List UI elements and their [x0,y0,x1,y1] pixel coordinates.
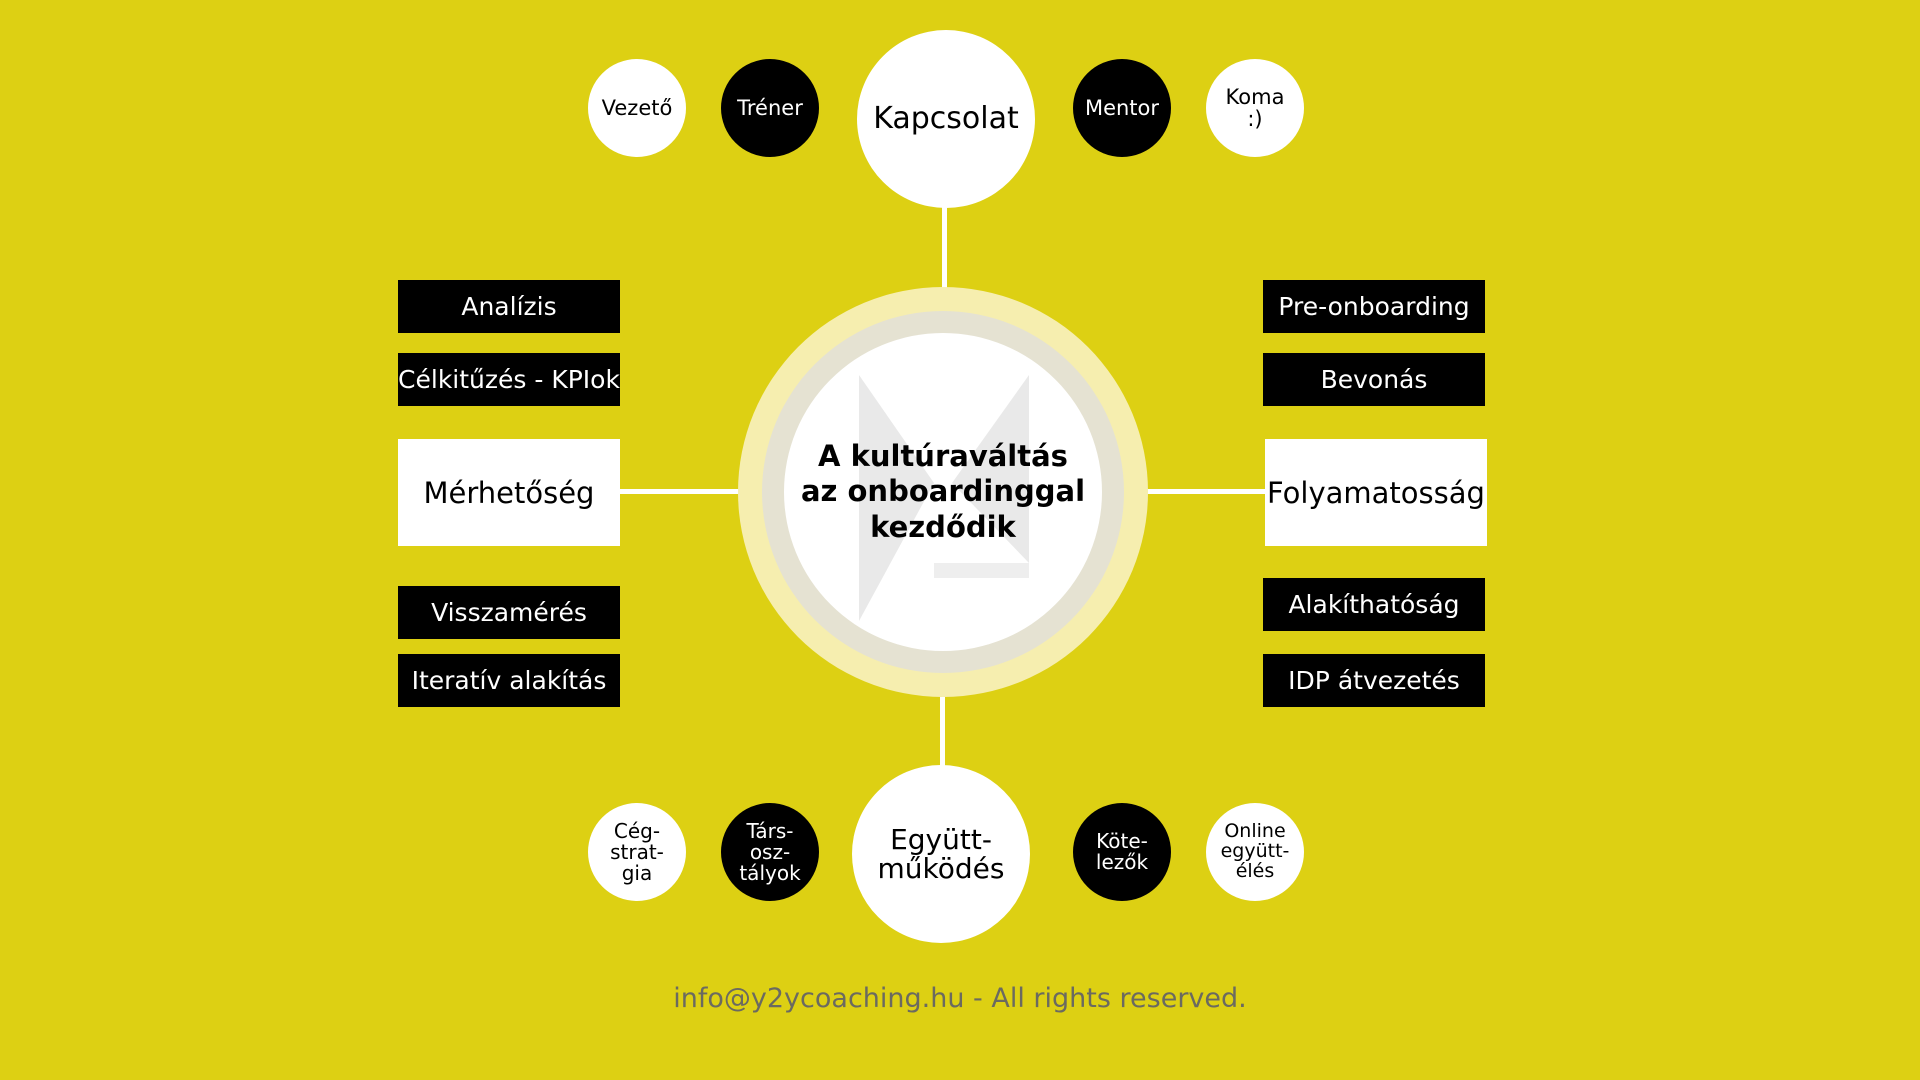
circle-trener: Tréner [721,59,819,157]
box-iterativ-alakitas: Iteratív alakítás [398,654,620,707]
circle-koma-label: Koma :) [1225,84,1285,131]
circle-vezeto: Vezető [588,59,686,157]
box-analizis: Analízis [398,280,620,333]
footer-copyright: info@y2ycoaching.hu - All rights reserve… [673,983,1247,1014]
circle-mentor-label: Mentor [1084,95,1160,120]
circle-kotelezok: Köte- lezők [1073,803,1171,901]
box-bevonas: Bevonás [1263,353,1485,406]
box-visszameres: Visszamérés [398,586,620,639]
watermark-logo-icon [859,375,1029,621]
box-celkituzes-kpiok: Célkitűzés - KPIok [398,353,620,406]
circle-online-egyutteles: Online együtt- élés [1206,803,1304,901]
connector-bottom [940,697,945,767]
hub-egyuttmukodes-label: Együtt- működés [877,822,1005,885]
center-circle [784,333,1102,651]
circle-koma: Koma :) [1206,59,1304,157]
box-pre-onboarding: Pre-onboarding [1263,280,1485,333]
box-alakithatosag: Alakíthatóság [1263,578,1485,631]
connector-top [942,200,947,288]
circle-tarsosztalyok-label: Társ- osz- tályok [739,818,801,885]
box-idp-atvezetes: IDP átvezetés [1263,654,1485,707]
center-title: A kultúraváltás az onboardinggal kezdődi… [800,438,1086,544]
circle-tarsosztalyok: Társ- osz- tályok [721,803,819,901]
hub-egyuttmukodes: Együtt- működés [852,765,1030,943]
circle-cegstrategia-label: Cég- strat- gia [610,818,664,885]
hub-kapcsolat-label: Kapcsolat [873,101,1019,137]
hub-kapcsolat: Kapcsolat [857,30,1035,208]
box-folyamatossag: Folyamatosság [1265,439,1487,546]
circle-online-egyutteles-label: Online együtt- élés [1220,820,1290,882]
circle-kotelezok-label: Köte- lezők [1095,829,1149,874]
circle-cegstrategia: Cég- strat- gia [588,803,686,901]
connector-right [1147,489,1267,494]
circle-vezeto-label: Vezető [601,95,673,120]
circle-mentor: Mentor [1073,59,1171,157]
connector-left [620,489,740,494]
circle-trener-label: Tréner [737,95,803,120]
box-merhetoseg: Mérhetőség [398,439,620,546]
